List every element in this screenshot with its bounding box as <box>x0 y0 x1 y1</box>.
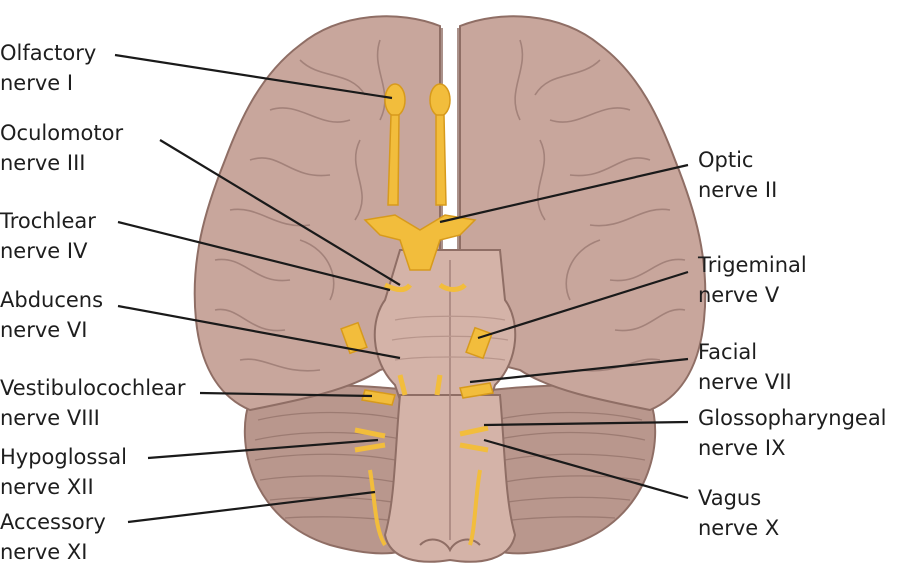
label-vagus: Vagus nerve X <box>698 483 779 543</box>
label-olfactory-name: Olfactory <box>0 41 97 65</box>
label-vestibulocochlear: Vestibulocochlear nerve VIII <box>0 373 186 433</box>
label-abducens-name: Abducens <box>0 288 104 312</box>
label-trigeminal: Trigeminal nerve V <box>698 250 807 310</box>
label-vestibulocochlear-nerve: nerve VIII <box>0 406 100 430</box>
label-accessory-nerve: nerve XI <box>0 540 88 564</box>
leader-abducens <box>117 304 401 360</box>
leader-hypoglossal <box>147 438 379 460</box>
leader-lines <box>114 53 689 524</box>
label-hypoglossal-nerve: nerve XII <box>0 475 94 499</box>
leader-optic <box>439 163 689 224</box>
label-trochlear-nerve: nerve IV <box>0 239 88 263</box>
leader-oculomotor <box>159 139 401 286</box>
label-vestibulocochlear-name: Vestibulocochlear <box>0 376 186 400</box>
label-trigeminal-name: Trigeminal <box>698 253 807 277</box>
label-abducens: Abducens nerve VI <box>0 285 103 345</box>
label-glossopharyngeal-nerve: nerve IX <box>698 436 786 460</box>
label-hypoglossal-name: Hypoglossal <box>0 445 127 469</box>
label-oculomotor-nerve: nerve III <box>0 151 86 175</box>
label-optic: Optic nerve II <box>698 145 777 205</box>
label-glossopharyngeal: Glossopharyngeal nerve IX <box>698 403 887 463</box>
label-trochlear-name: Trochlear <box>0 209 96 233</box>
label-vagus-nerve: nerve X <box>698 516 780 540</box>
label-facial-nerve: nerve VII <box>698 370 792 394</box>
label-trigeminal-nerve: nerve V <box>698 283 780 307</box>
cranial-nerves <box>340 83 494 547</box>
leader-trigeminal <box>477 270 689 340</box>
label-oculomotor: Oculomotor nerve III <box>0 118 123 178</box>
label-vagus-name: Vagus <box>698 486 762 510</box>
leader-facial <box>469 357 689 384</box>
label-olfactory: Olfactory nerve I <box>0 38 96 98</box>
label-oculomotor-name: Oculomotor <box>0 121 124 145</box>
label-optic-name: Optic <box>698 148 754 172</box>
leader-accessory <box>127 490 376 524</box>
label-hypoglossal: Hypoglossal nerve XII <box>0 442 127 502</box>
label-accessory: Accessory nerve XI <box>0 507 106 567</box>
label-facial-name: Facial <box>698 340 758 364</box>
label-facial: Facial nerve VII <box>698 337 792 397</box>
label-accessory-name: Accessory <box>0 510 106 534</box>
label-glossopharyngeal-name: Glossopharyngeal <box>698 406 887 430</box>
label-abducens-nerve: nerve VI <box>0 318 88 342</box>
leader-vagus <box>483 438 689 500</box>
leader-olfactory <box>114 53 393 100</box>
leader-trochlear <box>117 220 391 292</box>
label-trochlear: Trochlear nerve IV <box>0 206 96 266</box>
label-optic-nerve: nerve II <box>698 178 778 202</box>
label-olfactory-nerve: nerve I <box>0 71 74 95</box>
leader-vestibulo <box>199 391 373 398</box>
leader-glosso <box>483 420 689 427</box>
